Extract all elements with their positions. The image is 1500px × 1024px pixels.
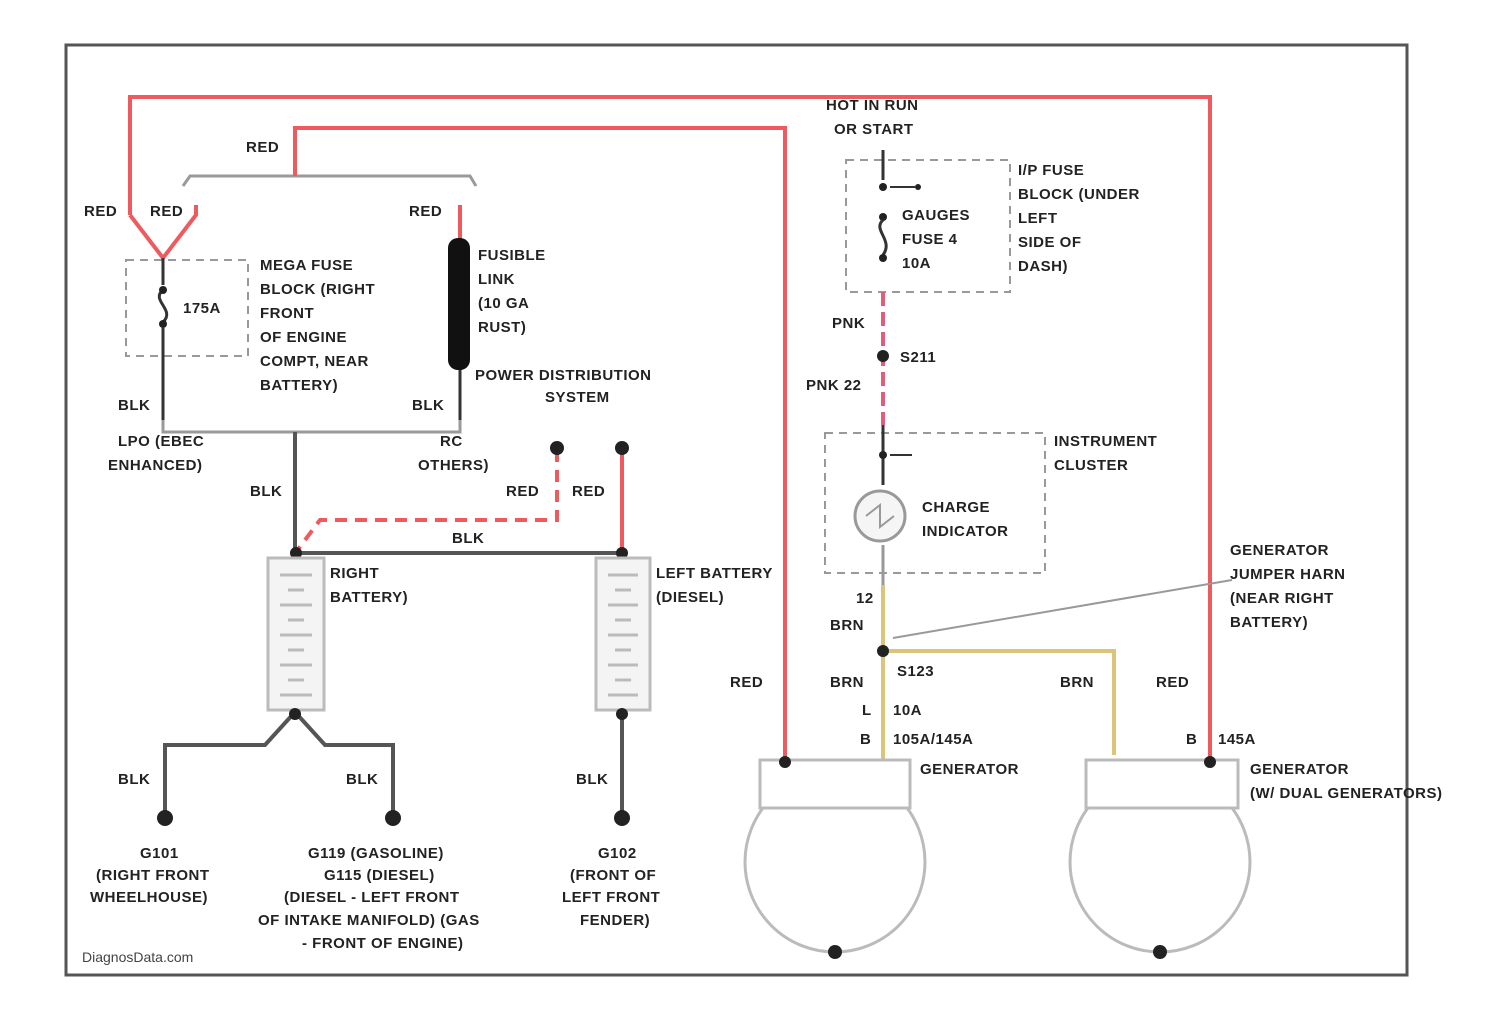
right-battery-symbol	[268, 558, 324, 710]
fusible-link	[448, 238, 470, 370]
ground-g119-label: (DIESEL - LEFT FRONT	[284, 889, 460, 906]
watermark: DiagnosData.com	[82, 949, 193, 965]
wire-label-red: RED	[572, 483, 605, 500]
wire-label-red: RED	[409, 203, 442, 220]
ip-fuse-block-label: LEFT	[1018, 210, 1058, 227]
wire-label-red: RED	[1156, 674, 1189, 691]
wire-label-blk: BLK	[576, 771, 608, 788]
lpo-option-label: ENHANCED)	[108, 457, 203, 474]
wire-label-blk: BLK	[118, 771, 150, 788]
generator-jumper-label: BATTERY)	[1230, 614, 1308, 631]
gauges-fuse-label: FUSE 4	[902, 231, 958, 248]
terminal-b2-label: B	[1186, 731, 1197, 748]
ground-g119-label: G115 (DIESEL)	[324, 867, 435, 884]
wire-label-blk: BLK	[346, 771, 378, 788]
wire-label-pnk: PNK	[832, 315, 865, 332]
lpo-option-label: LPO (EBEC	[118, 433, 204, 450]
ground-g119-label: - FRONT OF ENGINE)	[302, 935, 464, 952]
ground-g101-label: (RIGHT FRONT	[96, 867, 209, 884]
ip-fuse-block-label: I/P FUSE	[1018, 162, 1084, 179]
mega-fuse-label: BLOCK (RIGHT	[260, 281, 375, 298]
charge-indicator-label: CHARGE	[922, 499, 990, 516]
generator-2-label: GENERATOR	[1250, 761, 1349, 778]
terminal-b2-value: 145A	[1218, 731, 1256, 748]
generator-label: GENERATOR	[920, 761, 1019, 778]
mega-fuse-label: COMPT, NEAR	[260, 353, 369, 370]
wire-label-blk: BLK	[452, 530, 484, 547]
ip-fuse-block-label: SIDE OF	[1018, 234, 1082, 251]
rc-others-label: OTHERS)	[418, 457, 489, 474]
wire-label-brn: BRN	[830, 674, 864, 691]
terminal-l-value: 10A	[893, 702, 922, 719]
or-start-label: OR START	[834, 121, 914, 138]
ground-g102-label: (FRONT OF	[570, 867, 656, 884]
wire-label-red: RED	[84, 203, 117, 220]
wire-label-brn-12: 12	[856, 590, 874, 607]
ground-g119-label: G119 (GASOLINE)	[308, 845, 444, 862]
rc-others-label: RC	[440, 433, 463, 450]
ground-g102	[614, 810, 630, 826]
terminal-b-label: B	[860, 731, 871, 748]
wire-label-pnk-22: PNK 22	[806, 377, 862, 394]
wire-label-blk: BLK	[412, 397, 444, 414]
power-distribution-label: SYSTEM	[545, 389, 610, 406]
splice-s211	[877, 350, 889, 362]
gauges-fuse-label: 10A	[902, 255, 931, 272]
splice-s123-label: S123	[897, 663, 934, 680]
fusible-link-label: LINK	[478, 271, 515, 288]
instrument-cluster-label: CLUSTER	[1054, 457, 1128, 474]
fusible-link-label: RUST)	[478, 319, 526, 336]
left-battery-label: LEFT BATTERY	[656, 565, 773, 582]
left-battery-label: (DIESEL)	[656, 589, 724, 606]
hot-in-run-label: HOT IN RUN	[826, 97, 919, 114]
generator-jumper-label: (NEAR RIGHT	[1230, 590, 1334, 607]
ground-g102-label: LEFT FRONT	[562, 889, 660, 906]
instrument-cluster-label: INSTRUMENT	[1054, 433, 1157, 450]
wire-label-brn: BRN	[830, 617, 864, 634]
splice-s211-label: S211	[900, 349, 936, 366]
mega-fuse-label: BATTERY)	[260, 377, 338, 394]
splice-s123	[877, 645, 889, 657]
generator-2-label: (W/ DUAL GENERATORS)	[1250, 785, 1443, 802]
wire-label-red: RED	[730, 674, 763, 691]
ground-g119-label: OF INTAKE MANIFOLD) (GAS	[258, 912, 480, 929]
gauges-fuse-label: GAUGES	[902, 207, 970, 224]
terminal-b-value: 105A/145A	[893, 731, 973, 748]
power-distribution-label: POWER DISTRIBUTION	[475, 367, 652, 384]
ground-g101-label: G101	[140, 845, 179, 862]
charge-indicator-label: INDICATOR	[922, 523, 1008, 540]
wire-label-red: RED	[150, 203, 183, 220]
wire-label-red: RED	[506, 483, 539, 500]
ground-g102-label: G102	[598, 845, 637, 862]
ground-g119	[385, 810, 401, 826]
mega-fuse-label: MEGA FUSE	[260, 257, 353, 274]
fusible-link-label: (10 GA	[478, 295, 529, 312]
wire-label-red: RED	[246, 139, 279, 156]
wire-label-blk: BLK	[118, 397, 150, 414]
right-battery-label: BATTERY)	[330, 589, 408, 606]
fusible-link-label: FUSIBLE	[478, 247, 546, 264]
terminal-l-label: L	[862, 702, 872, 719]
generator-jumper-label: JUMPER HARN	[1230, 566, 1346, 583]
wire-label-blk: BLK	[250, 483, 282, 500]
ip-fuse-block-label: DASH)	[1018, 258, 1068, 275]
mega-fuse-label: FRONT	[260, 305, 314, 322]
mega-fuse-label: OF ENGINE	[260, 329, 347, 346]
ground-g101-label: WHEELHOUSE)	[90, 889, 208, 906]
left-battery-symbol	[596, 558, 650, 710]
ground-g101	[157, 810, 173, 826]
generator-jumper-label: GENERATOR	[1230, 542, 1329, 559]
right-battery-label: RIGHT	[330, 565, 379, 582]
ground-g102-label: FENDER)	[580, 912, 650, 929]
wire-label-brn: BRN	[1060, 674, 1094, 691]
ip-fuse-block-label: BLOCK (UNDER	[1018, 186, 1140, 203]
mega-fuse-amp-label: 175A	[183, 300, 221, 317]
